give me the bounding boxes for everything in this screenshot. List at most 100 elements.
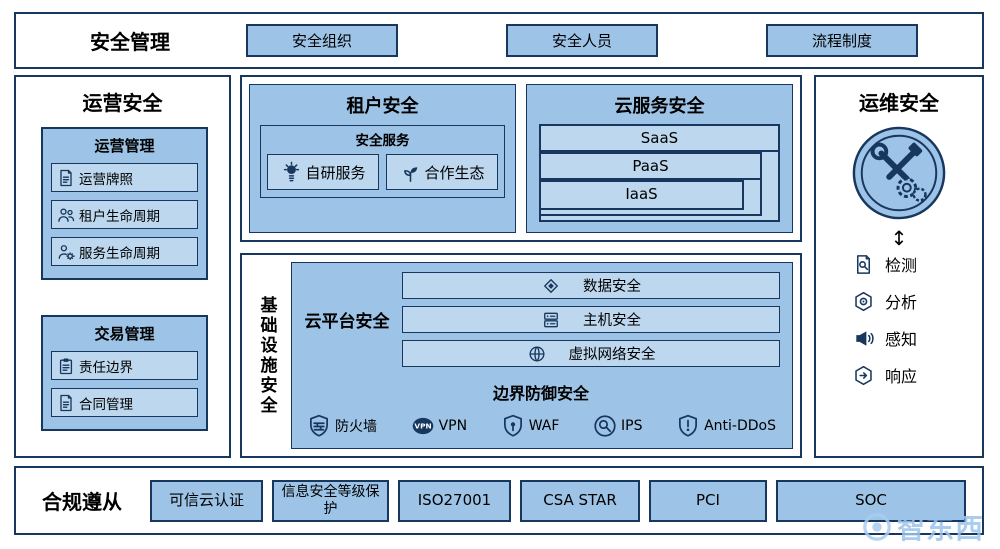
security-management-title: 安全管理 (90, 30, 170, 54)
self-developed-service-label: 自研服务 (305, 163, 366, 182)
saas-layer-box: SaaS PaaS IaaS (539, 124, 780, 222)
border-defense-title: 边界防御安全 (492, 384, 589, 403)
soc-box: SOC (776, 479, 966, 522)
ips-label: IPS (621, 418, 643, 434)
infrastructure-content: 云平台安全 数据安全 主机安全 虚拟网络安全 边界防御 (291, 262, 793, 449)
ips-item: IPS (592, 413, 642, 439)
tenant-lifecycle-box: 租户生命周期 (51, 200, 198, 229)
contract-management-label: 合同管理 (79, 396, 133, 413)
detect-label: 检测 (885, 256, 918, 275)
detect-document-icon (852, 253, 875, 276)
host-security-label: 主机安全 (583, 313, 641, 329)
antiddos-item: Anti-DDoS (675, 413, 776, 439)
lightbulb-icon (280, 161, 303, 184)
saas-layer-label: SaaS (541, 126, 778, 152)
cloud-service-security-section: 云服务安全 SaaS PaaS IaaS (526, 84, 793, 233)
sense-item: 感知 (852, 326, 982, 350)
watermark: 智东西 (862, 507, 984, 547)
contract-document-icon (56, 393, 76, 413)
data-security-label: 数据安全 (583, 279, 641, 295)
iaas-layer-label: IaaS (625, 185, 658, 203)
firewall-label: 防火墙 (335, 419, 377, 435)
virtual-network-security-label: 虚拟网络安全 (568, 347, 656, 363)
iso27001-box: ISO27001 (398, 479, 511, 522)
antiddos-label: Anti-DDoS (704, 418, 776, 434)
sense-label: 感知 (885, 330, 918, 349)
compliance-bar: 合规遵从 可信云认证 信息安全等级保护 ISO27001 CSA STAR PC… (14, 466, 984, 535)
trusted-cloud-cert-box: 可信云认证 (150, 479, 263, 522)
security-management-bar: 安全管理 安全组织 安全人员 流程制度 (14, 12, 984, 69)
vpn-label: VPN (438, 418, 468, 434)
service-lifecycle-box: 服务生命周期 (51, 237, 198, 266)
paas-layer-box: PaaS IaaS (539, 152, 762, 216)
magnifier-icon (592, 413, 618, 439)
updown-arrow-icon: ↕ (890, 226, 908, 250)
host-security-box: 主机安全 (402, 306, 780, 333)
server-icon (541, 310, 561, 330)
responsibility-boundary-box: 责任边界 (51, 351, 198, 380)
hexagon-analyze-icon (852, 290, 875, 313)
security-service-items: 自研服务 合作生态 (267, 154, 498, 190)
diamond-icon (541, 276, 561, 296)
watermark-logo-icon (863, 513, 891, 541)
analyze-item: 分析 (852, 289, 982, 313)
transaction-management-title: 交易管理 (94, 325, 155, 343)
pci-box: PCI (649, 479, 767, 522)
tenant-security-title: 租户安全 (346, 96, 419, 117)
analyze-label: 分析 (885, 293, 918, 312)
virtual-network-security-box: 虚拟网络安全 (402, 340, 780, 367)
firewall-item: 防火墙 (306, 413, 377, 439)
tenant-cloud-service-panel: 租户安全 安全服务 自研服务 合作生态 云服务安全 (240, 75, 802, 242)
cloud-service-layers: SaaS PaaS IaaS (539, 124, 780, 222)
waf-item: WAF (500, 413, 559, 439)
responsibility-boundary-label: 责任边界 (79, 359, 133, 376)
service-lifecycle-label: 服务生命周期 (79, 245, 160, 262)
respond-hexagon-icon (852, 364, 875, 387)
cloud-platform-security-title: 云平台安全 (304, 312, 390, 332)
infrastructure-security-panel: 基础设施安全 云平台安全 数据安全 主机安全 虚拟网络安全 (240, 253, 802, 458)
vpn-item: VPN (410, 413, 468, 439)
respond-item: 响应 (852, 363, 982, 387)
operations-license-label: 运营牌照 (79, 171, 133, 188)
transaction-management-group: 交易管理 责任边界 合同管理 (41, 315, 208, 431)
cloud-platform-items: 数据安全 主机安全 虚拟网络安全 (402, 272, 780, 367)
security-management-items: 安全组织 安全人员 流程制度 (246, 24, 918, 57)
paas-layer-label: PaaS (541, 154, 760, 180)
vpn-badge-icon (410, 413, 436, 439)
tenant-security-section: 租户安全 安全服务 自研服务 合作生态 (249, 84, 516, 233)
process-system-box: 流程制度 (766, 24, 918, 57)
iaas-layer-box: IaaS (539, 180, 744, 210)
operations-management-group: 运营管理 运营牌照 租户生命周期 服务生命周期 (41, 127, 208, 280)
maintenance-security-panel: 运维安全 ↕ 检测 分析 感知 (814, 75, 984, 458)
self-developed-service-box: 自研服务 (267, 154, 379, 190)
infrastructure-security-title: 基础设施安全 (256, 295, 277, 416)
service-person-gear-icon (56, 242, 76, 262)
csa-star-box: CSA STAR (520, 479, 640, 522)
tools-gears-emblem-icon (852, 126, 946, 220)
globe-icon (527, 344, 547, 364)
data-security-box: 数据安全 (402, 272, 780, 299)
security-organization-box: 安全组织 (246, 24, 398, 57)
border-defense-items: 防火墙 VPN WAF IPS Anti-DDoS (302, 413, 780, 439)
respond-label: 响应 (885, 367, 918, 386)
firewall-shield-icon (306, 413, 332, 439)
operations-security-title: 运营安全 (82, 91, 163, 115)
operations-security-panel: 运营安全 运营管理 运营牌照 租户生命周期 服务生命周期 交易管理 责任边界 (14, 75, 231, 458)
clipboard-icon (56, 356, 76, 376)
license-document-icon (56, 168, 76, 188)
maintenance-items: 检测 分析 感知 响应 (816, 252, 982, 387)
tenants-people-icon (56, 205, 76, 225)
megaphone-icon (852, 327, 875, 350)
cooperation-ecosystem-box: 合作生态 (386, 154, 498, 190)
maintenance-security-title: 运维安全 (859, 91, 939, 115)
contract-management-box: 合同管理 (51, 388, 198, 417)
waf-shield-icon (500, 413, 526, 439)
sprout-icon (399, 161, 422, 184)
operations-license-box: 运营牌照 (51, 163, 198, 192)
cooperation-ecosystem-label: 合作生态 (424, 163, 485, 182)
security-service-title: 安全服务 (355, 133, 410, 149)
security-personnel-box: 安全人员 (506, 24, 658, 57)
cloud-service-security-title: 云服务安全 (614, 96, 705, 117)
operations-management-title: 运营管理 (94, 137, 155, 155)
